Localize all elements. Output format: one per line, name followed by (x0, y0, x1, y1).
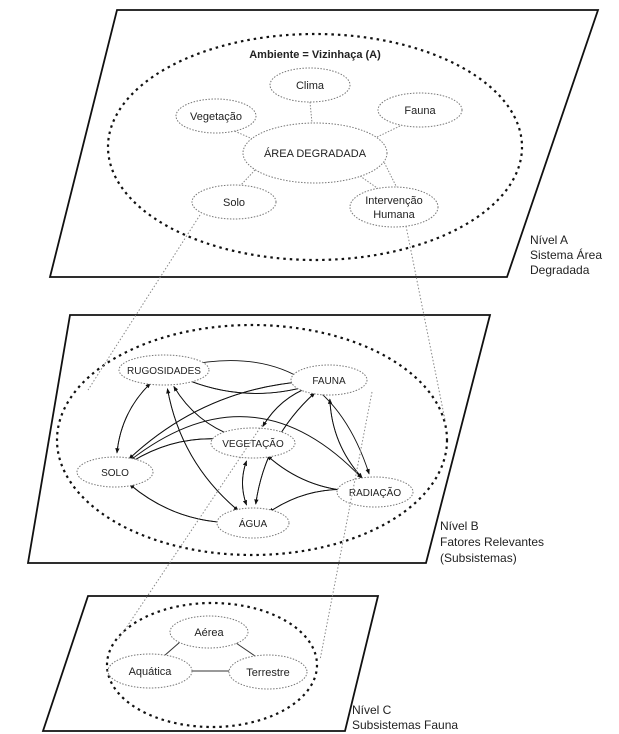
node-b-rugosidades (118, 354, 210, 386)
node-b-agua-label: ÁGUA (239, 517, 268, 530)
arrow-solo-to-radiacao (130, 416, 363, 479)
arrow-fauna-to-rugosidades (180, 377, 310, 394)
node-b-radiacao-label: RADIAÇÃO (349, 486, 401, 499)
node-b-agua (216, 507, 290, 539)
node-b-solo (76, 456, 154, 488)
node-clima (269, 67, 351, 103)
node-area-degradada (242, 122, 388, 184)
node-b-rugosidades-label: RUGOSIDADES (127, 366, 201, 377)
node-aerea (169, 615, 249, 649)
arrow-solo-to-rugosidades (116, 382, 151, 453)
node-b-fauna (290, 364, 368, 396)
node-fauna (377, 92, 463, 128)
node-b-solo-label: SOLO (101, 468, 129, 479)
fauna-boundary (105, 601, 319, 729)
level-a-label: Nível A (530, 233, 568, 247)
node-b-vegetacao (210, 427, 296, 459)
level-c-label: Nível C (352, 703, 392, 717)
node-intervencao-label: Intervenção (365, 195, 422, 207)
node-b-vegetacao-label: VEGETAÇÃO (222, 437, 284, 450)
node-terrestre (228, 654, 308, 690)
level-c-plane: Aérea Aquática Terrestre Nível C Subsist… (41, 595, 458, 732)
level-c-sublabel: Subsistemas Fauna (352, 718, 458, 732)
node-b-radiacao (336, 476, 414, 508)
node-aerea-label: Aérea (194, 627, 224, 639)
environment-title: Ambiente = Vizinhaça (A) (249, 49, 381, 61)
node-clima-label: Clima (296, 80, 325, 92)
level-a-sublabel-2: Degradada (530, 263, 590, 277)
projection-lines (87, 214, 446, 661)
level-b-plane: RUGOSIDADES FAUNA VEGETAÇÃO SOLO RADIAÇÃO ÁGU… (26, 314, 544, 565)
node-solo-label: Solo (223, 197, 245, 209)
node-aquatica (107, 653, 193, 689)
node-intervencao-humana (349, 186, 439, 228)
node-area-degradada-label: ÁREA DEGRADADA (264, 147, 367, 160)
node-vegetacao (175, 98, 257, 134)
level-b-label: Nível B (440, 519, 479, 533)
node-aquatica-label: Aquática (129, 666, 173, 678)
node-fauna-label: Fauna (404, 105, 436, 117)
node-terrestre-label: Terrestre (246, 667, 289, 679)
environment-boundary (106, 32, 524, 262)
level-a-plane: Ambiente = Vizinhaça (A) Clima Vegetação… (48, 9, 602, 278)
arrow-agua-to-rugosidades (166, 388, 238, 511)
arrow-radiacao-to-fauna (327, 398, 362, 478)
subsystems-boundary (55, 323, 449, 557)
level-a-sublabel: Sistema Área (530, 247, 602, 262)
arrow-solo-to-fauna (129, 379, 311, 459)
node-solo (191, 184, 277, 220)
arrow-agua-to-vegetacao (242, 460, 247, 505)
node-humana-label: Humana (373, 209, 415, 221)
node-b-fauna-label: FAUNA (312, 376, 346, 387)
node-vegetacao-label: Vegetação (190, 111, 242, 123)
level-b-sublabel-2: (Subsistemas) (440, 551, 517, 565)
level-b-sublabel: Fatores Relevantes (440, 535, 544, 549)
